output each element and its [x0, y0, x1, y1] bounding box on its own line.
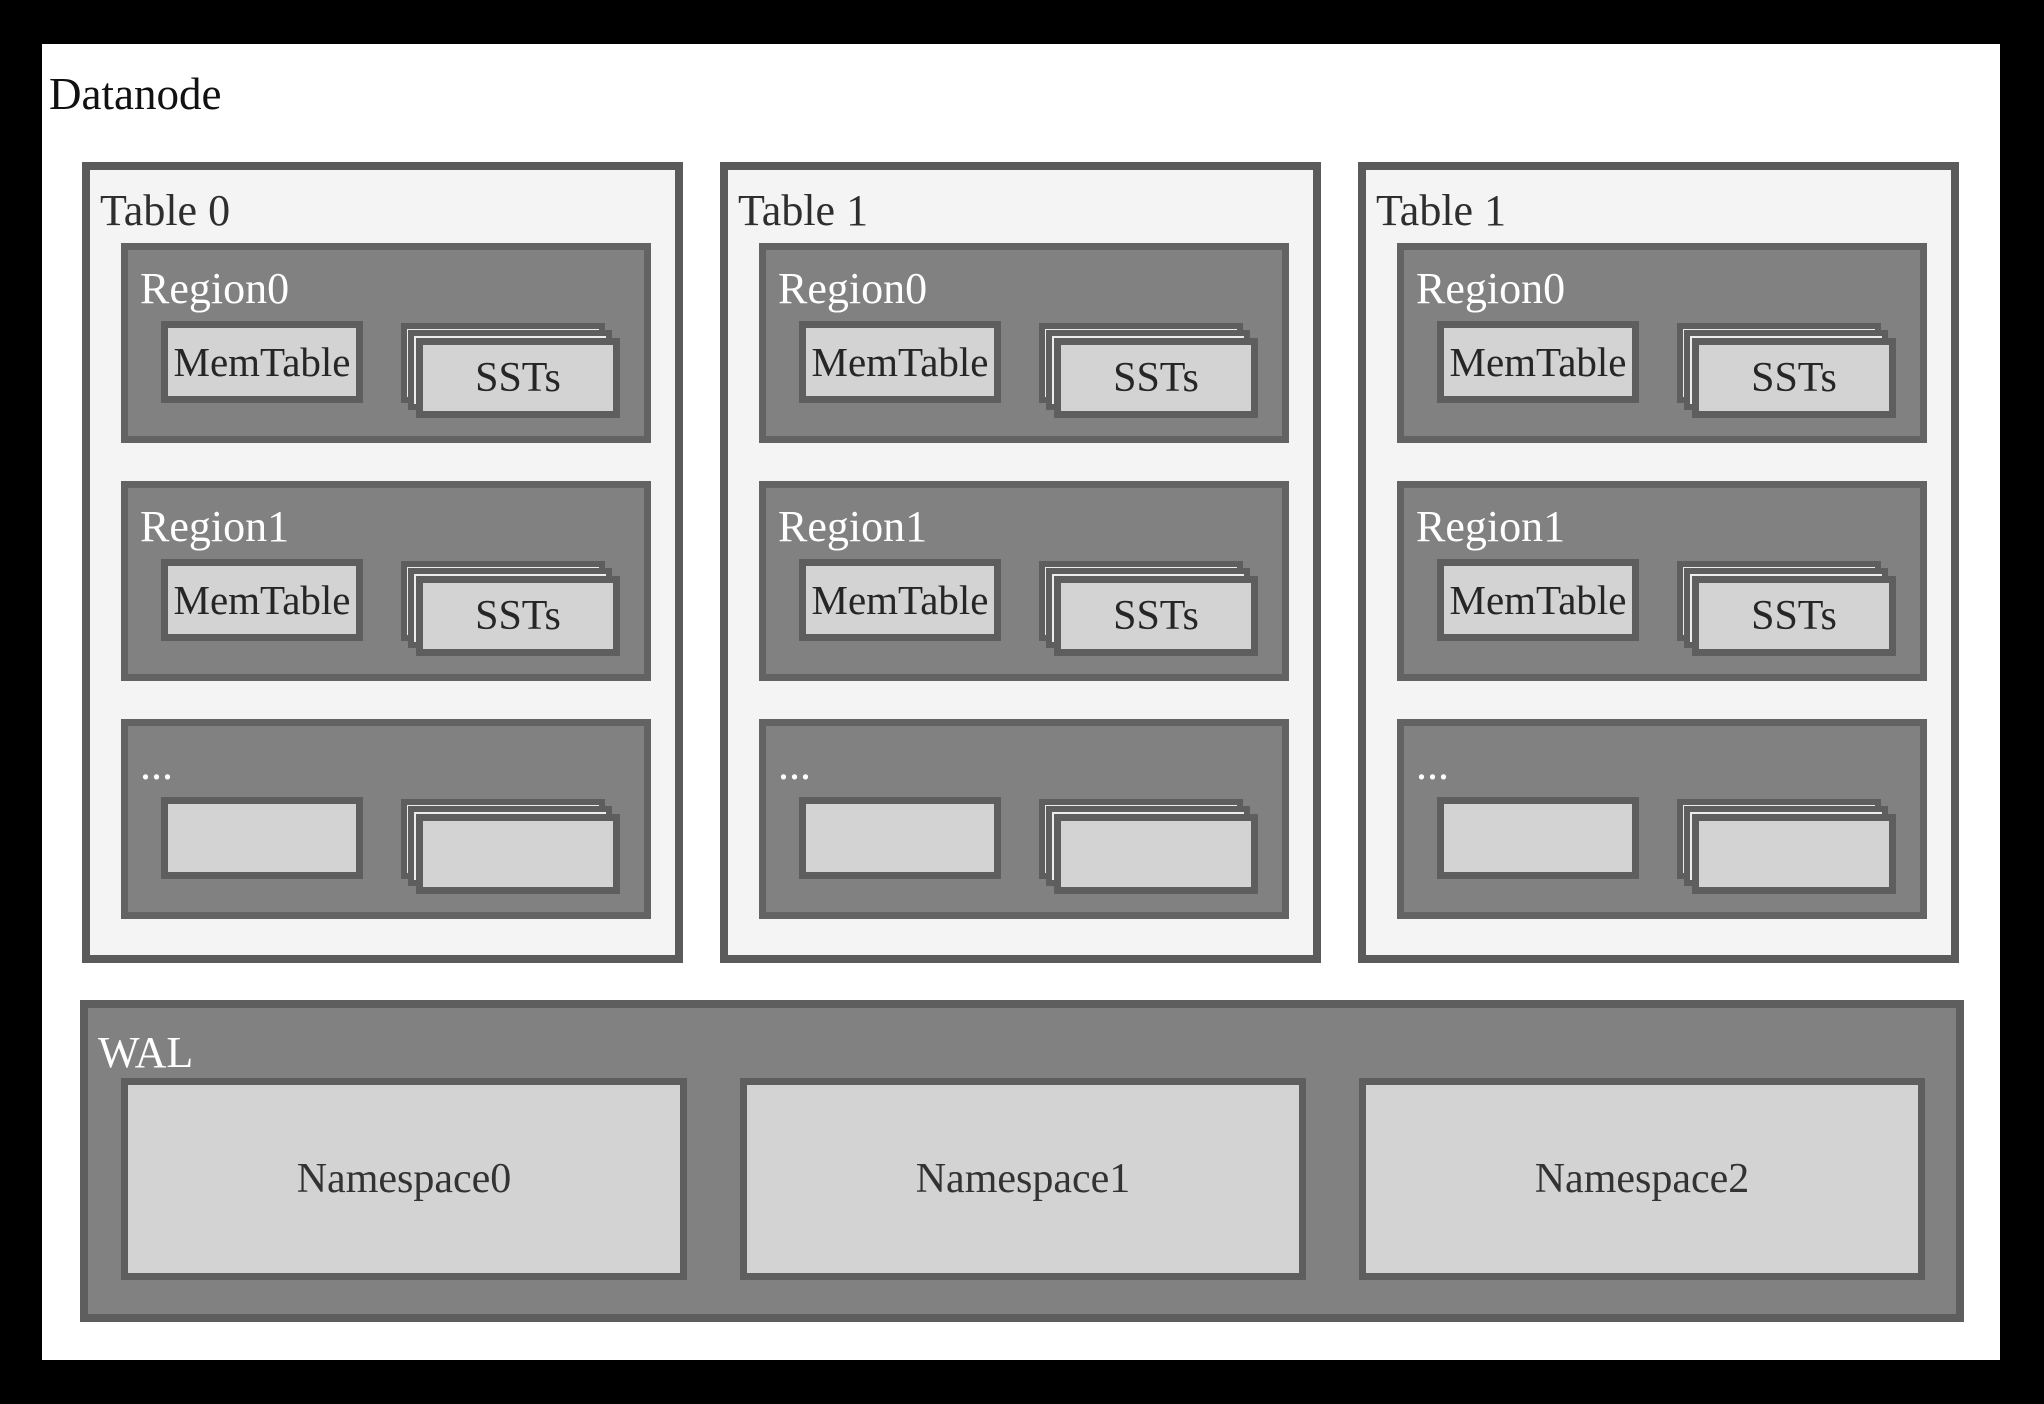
- table-panel-1: Table 1 Region0 MemTable SSTs Region1 Me…: [720, 162, 1321, 963]
- region-label: ...: [778, 740, 811, 789]
- region-box-ellipsis: ...: [121, 719, 651, 919]
- ssts-front-box: SSTs: [1692, 576, 1896, 656]
- wal-box: WAL Namespace0 Namespace1 Namespace2: [80, 1000, 1964, 1322]
- namespace-row: Namespace0 Namespace1 Namespace2: [121, 1078, 1925, 1280]
- ssts-front-box: [416, 814, 620, 894]
- region-box: Region1 MemTable SSTs: [121, 481, 651, 681]
- memtable-box: MemTable: [161, 559, 363, 641]
- region-label: Region0: [778, 264, 928, 313]
- ssts-stack: SSTs: [401, 561, 620, 656]
- table-label: Table 0: [100, 186, 231, 235]
- memtable-box: [1437, 797, 1639, 879]
- namespace-box-0: Namespace0: [121, 1078, 687, 1280]
- namespace-box-2: Namespace2: [1359, 1078, 1925, 1280]
- ssts-front-box: SSTs: [416, 576, 620, 656]
- ssts-front-box: SSTs: [416, 338, 620, 418]
- datanode-title: Datanode: [49, 69, 222, 119]
- region-box: Region0 MemTable SSTs: [121, 243, 651, 443]
- region-box: Region0 MemTable SSTs: [1397, 243, 1927, 443]
- ssts-stack: SSTs: [1039, 323, 1258, 418]
- memtable-box: [161, 797, 363, 879]
- region-label: Region0: [1416, 264, 1566, 313]
- ssts-stack: [1039, 799, 1258, 894]
- region-box-ellipsis: ...: [1397, 719, 1927, 919]
- region-box: Region1 MemTable SSTs: [759, 481, 1289, 681]
- ssts-stack: SSTs: [1677, 561, 1896, 656]
- ssts-stack: [401, 799, 620, 894]
- ssts-front-box: [1692, 814, 1896, 894]
- wal-label: WAL: [98, 1028, 194, 1077]
- region-label: ...: [1416, 740, 1449, 789]
- memtable-box: MemTable: [1437, 559, 1639, 641]
- memtable-box: MemTable: [799, 321, 1001, 403]
- memtable-box: [799, 797, 1001, 879]
- memtable-box: MemTable: [161, 321, 363, 403]
- ssts-front-box: SSTs: [1054, 576, 1258, 656]
- region-label: Region1: [1416, 502, 1566, 551]
- table-label: Table 1: [1376, 186, 1507, 235]
- region-box: Region0 MemTable SSTs: [759, 243, 1289, 443]
- region-box: Region1 MemTable SSTs: [1397, 481, 1927, 681]
- datanode-canvas: Datanode Table 0 Region0 MemTable SSTs R…: [42, 44, 2000, 1360]
- tables-row: Table 0 Region0 MemTable SSTs Region1 Me…: [82, 162, 1959, 963]
- namespace-box-1: Namespace1: [740, 1078, 1306, 1280]
- memtable-box: MemTable: [1437, 321, 1639, 403]
- ssts-stack: SSTs: [401, 323, 620, 418]
- region-box-ellipsis: ...: [759, 719, 1289, 919]
- table-label: Table 1: [738, 186, 869, 235]
- table-panel-0: Table 0 Region0 MemTable SSTs Region1 Me…: [82, 162, 683, 963]
- ssts-stack: SSTs: [1677, 323, 1896, 418]
- ssts-front-box: SSTs: [1692, 338, 1896, 418]
- region-label: Region1: [778, 502, 928, 551]
- ssts-front-box: [1054, 814, 1258, 894]
- ssts-stack: [1677, 799, 1896, 894]
- region-label: Region1: [140, 502, 290, 551]
- table-panel-2: Table 1 Region0 MemTable SSTs Region1 Me…: [1358, 162, 1959, 963]
- ssts-front-box: SSTs: [1054, 338, 1258, 418]
- region-label: Region0: [140, 264, 290, 313]
- region-label: ...: [140, 740, 173, 789]
- memtable-box: MemTable: [799, 559, 1001, 641]
- ssts-stack: SSTs: [1039, 561, 1258, 656]
